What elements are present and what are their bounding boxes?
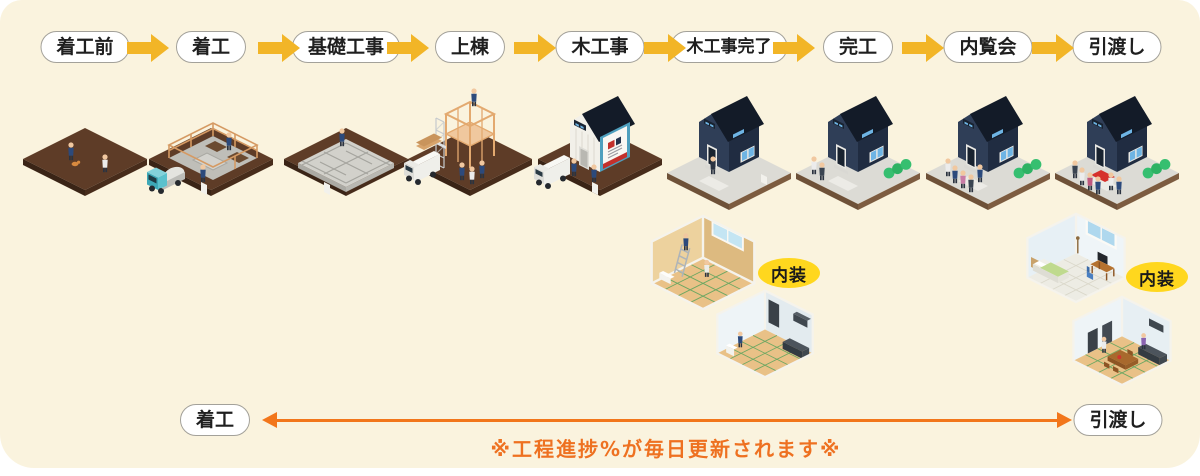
- illustration-timber-framing-scaffold: [404, 88, 532, 196]
- room-furnished-dining-kitchen: [1072, 295, 1172, 387]
- flow-arrow-icon: [386, 34, 430, 62]
- timeline-arrowhead-right-icon: [1057, 412, 1072, 428]
- timeline-end-pill: 引渡し: [1073, 404, 1163, 436]
- illustration-concrete-foundation: [284, 128, 408, 196]
- room-interior-work-kitchen: [716, 289, 814, 379]
- stage-pill-mokukouji: 木工事: [555, 31, 645, 63]
- stage-pill-mokukouji-kanryou: 木工事完了: [670, 31, 788, 63]
- interior-badge: 内装: [758, 258, 820, 288]
- timeline-caption: ※工程進捗%が毎日更新されます※: [490, 437, 842, 461]
- interior-badge: 内装: [1126, 262, 1188, 292]
- illustration-open-house-visitors: [926, 96, 1050, 210]
- interior-badge-label: 内装: [1139, 269, 1175, 290]
- illustration-handover-family-red-carpet: [1055, 96, 1179, 210]
- stage-pill-chakkou: 着工: [175, 31, 247, 63]
- interior-badge-label: 内装: [771, 265, 807, 286]
- flow-arrow-icon: [513, 34, 557, 62]
- illustration-vacant-lot: [23, 128, 147, 196]
- illustration-exterior-complete-house: [667, 96, 791, 210]
- flow-arrow-icon: [901, 34, 945, 62]
- stage-pill-kankou: 完工: [822, 31, 894, 63]
- timeline-arrow: [276, 419, 1058, 422]
- stage-pill-joutou: 上棟: [434, 31, 506, 63]
- stage-pill-chakkou-mae: 着工前: [40, 31, 130, 63]
- stage-pill-hikiwatashi: 引渡し: [1072, 31, 1162, 63]
- flow-arrow-icon: [643, 34, 687, 62]
- flow-arrow-icon: [772, 34, 816, 62]
- timeline-arrowhead-left-icon: [262, 412, 277, 428]
- flow-arrow-icon: [126, 34, 170, 62]
- illustration-site-prep-mixer-truck: [147, 122, 273, 196]
- room-furnished-bedroom: [1026, 212, 1126, 304]
- room-interior-work-room: [650, 214, 756, 311]
- stage-pill-kiso-kouji: 基礎工事: [291, 31, 401, 63]
- flow-arrow-icon: [1031, 34, 1075, 62]
- illustration-finished-house-hedge: [796, 96, 920, 210]
- stage-pill-nairankai: 内覧会: [943, 31, 1033, 63]
- illustration-wrapped-house-banner: [534, 96, 662, 196]
- timeline-start-pill: 着工: [179, 404, 251, 436]
- flow-arrow-icon: [257, 34, 301, 62]
